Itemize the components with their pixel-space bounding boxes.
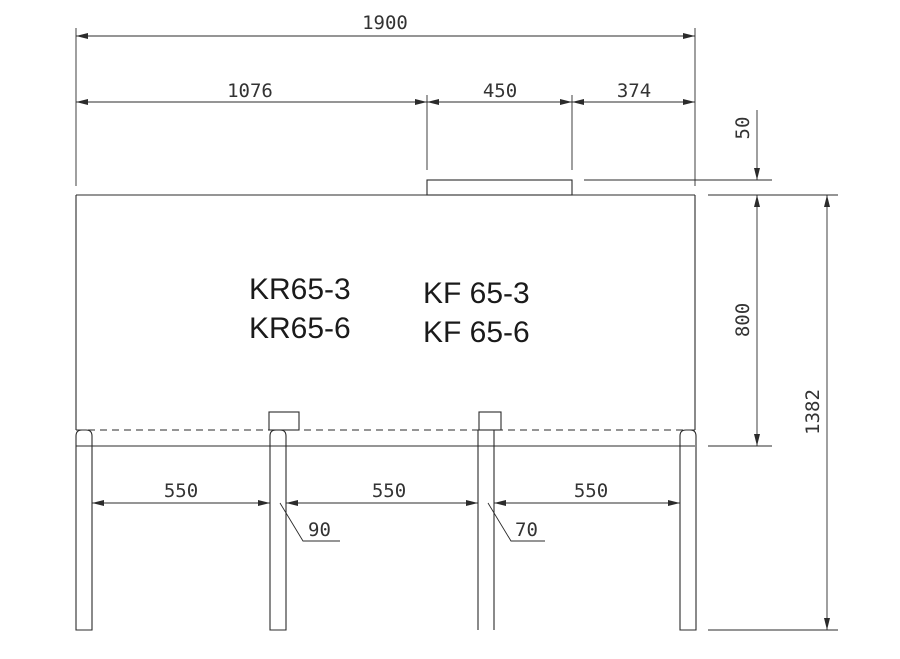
- leader-post-width: 70: [487, 502, 545, 542]
- top-unit-box: [426, 179, 573, 196]
- dim-top-unit-height-label: 50: [732, 117, 754, 140]
- model-labels: KR65-3 KR65-6 KF 65-3 KF 65-6: [249, 273, 530, 349]
- dim-body-height-label: 800: [732, 303, 754, 337]
- bracket-right: [478, 411, 502, 431]
- dim-segment-right-label: 374: [617, 80, 651, 102]
- leg-center-left: [269, 429, 287, 631]
- dim-leg-span-1-label: 550: [164, 480, 198, 502]
- leg-center-right: [477, 430, 495, 630]
- dim-leg-spacing: 550 550 550: [92, 480, 680, 506]
- leg-left: [75, 429, 93, 631]
- model-label-kf65-3: KF 65-3: [423, 277, 530, 310]
- bracket-left: [268, 411, 300, 431]
- model-label-kr65-6: KR65-6: [249, 312, 351, 345]
- leader-leg-width: 90: [279, 502, 340, 542]
- leg-right: [679, 429, 697, 631]
- dim-leg-span-3-label: 550: [574, 480, 608, 502]
- dim-leg-span-2-label: 550: [372, 480, 406, 502]
- dim-overall-width-label: 1900: [362, 12, 408, 34]
- dim-right-side: 50 800 1382: [584, 110, 838, 631]
- cabinet-body: [75, 194, 696, 447]
- dim-segments: 1076 450 374: [76, 80, 695, 170]
- dim-segment-left-label: 1076: [227, 80, 273, 102]
- leader-leg-width-label: 90: [308, 519, 331, 541]
- model-label-kf65-6: KF 65-6: [423, 316, 530, 349]
- leader-post-width-label: 70: [515, 519, 538, 541]
- model-label-kr65-3: KR65-3: [249, 273, 351, 306]
- dim-total-height-label: 1382: [802, 389, 824, 435]
- dim-segment-middle-label: 450: [483, 80, 517, 102]
- dim-overall-width: 1900: [75, 12, 696, 186]
